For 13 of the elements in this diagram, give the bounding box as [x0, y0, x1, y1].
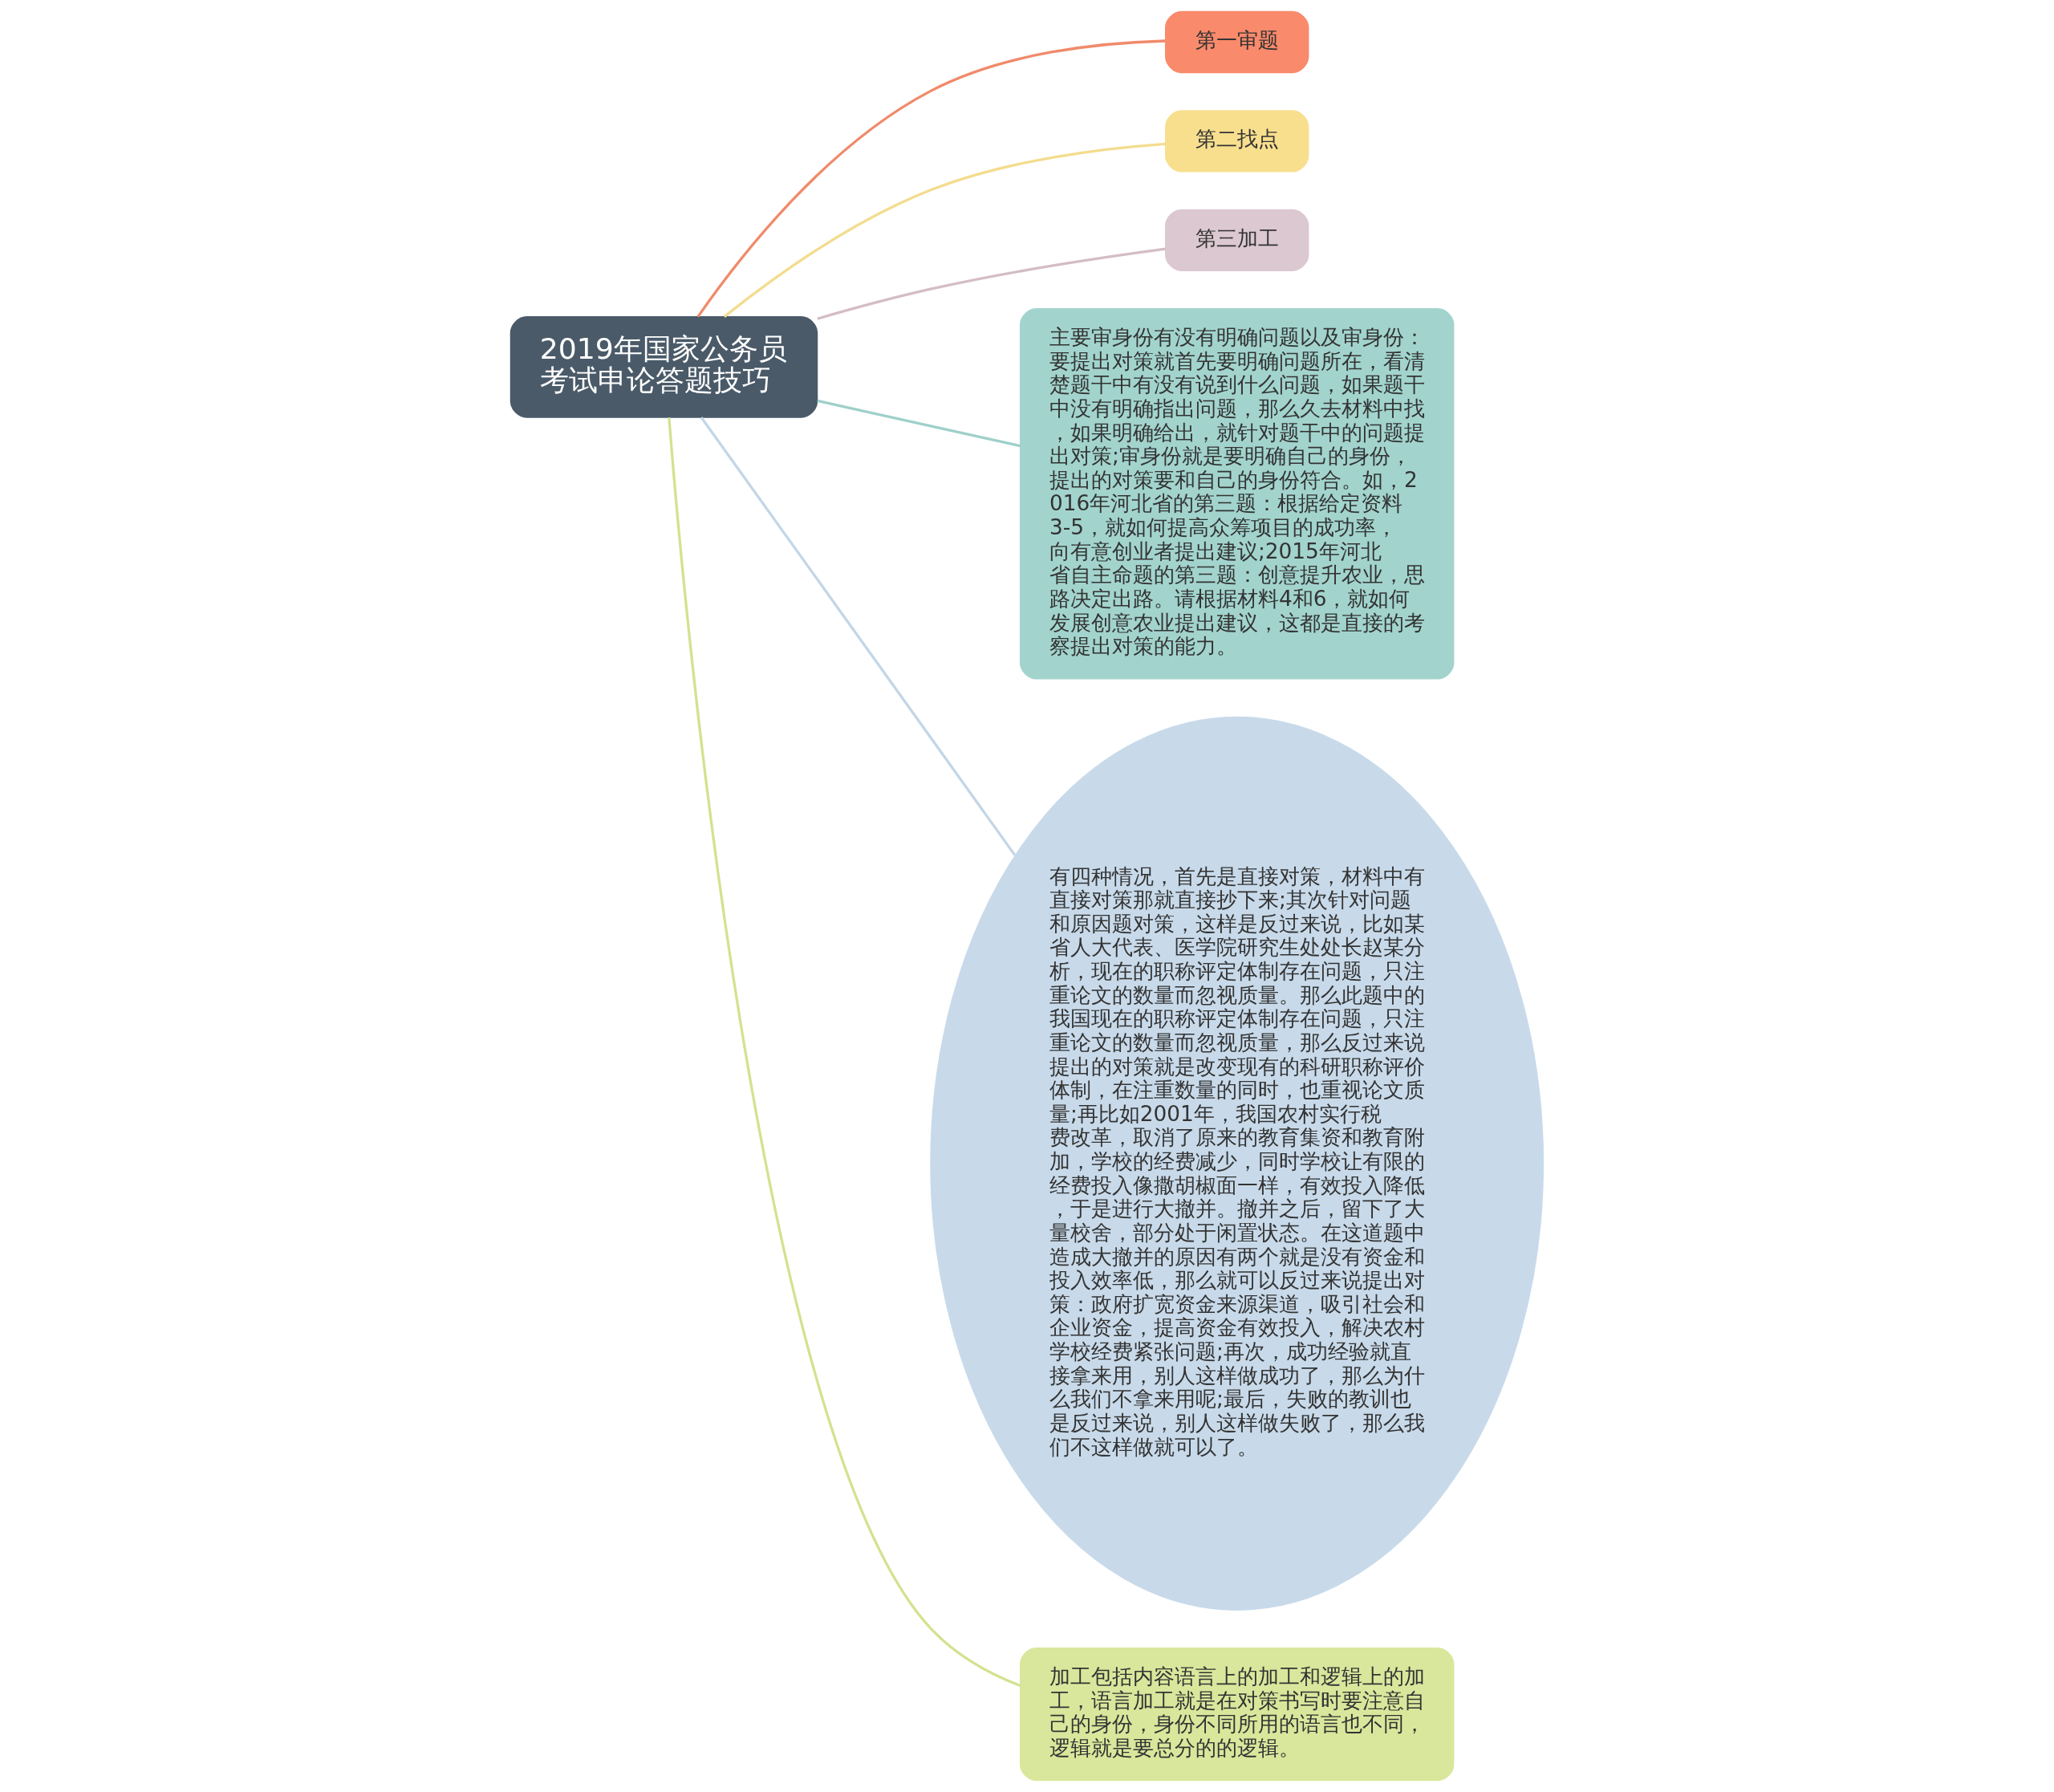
connector [723, 142, 1166, 318]
node-box: 第三加工 [1165, 209, 1309, 271]
connector [668, 417, 1021, 1687]
node-box: 加工包括内容语言上的加工和逻辑上的加工，语言加工就是在对策书写时要注意自己的身份，身份不同所用的语言也不同，逻辑就是要总分的的逻辑。 [1019, 1648, 1455, 1782]
node-box: 第二找点 [1165, 110, 1309, 173]
node-box: 2019年国家公务员考试申论答题技巧 [509, 315, 818, 418]
connector [700, 417, 1017, 856]
node-ellipse: 有四种情况，首先是直接对策，材料中有直接对策那就直接抄下来;其次针对问题和原因题对策，这样是反过来说，比如某省人大代表、医学院研究生处处长赵某分析，现在的职称评定体制存在问题，只注重论文的数量而忽视质量。那么此题中的我国现在的职称评定体制存在问题，只注重论文的数量而忽视质量，那么反过来说提出的对策就是改变现有的科研职称评价体制，在注重数量的同时，也重视论文质量;再比如2001年，我国农村实行税费改革，取消了原来的教育集资和教育附加，学校的经费减少，同时学校让有限的经费投入像撒胡椒面一样，有效投入降低，于是进行大撤并。撤并之后，留下了大量校舍，部分处于闲置状态。在这道题中造成大撤并的原因有两个就是没有资金和投入效率低，那么就可以反过来说提出对策：政府扩宽资金来源渠道，吸引社会和企业资金，提高资金有效投入，解决农村学校经费紧张问题;再次，成功经验就直接拿来用，别人这样做成功了，那么为什么我们不拿来用呢;最后，失败的教训也是反过来说，别人这样做失败了，那么我们不这样做就可以了。 [930, 716, 1545, 1611]
connector [696, 39, 1166, 318]
node-box: 第一审题 [1165, 10, 1309, 74]
connector [817, 247, 1166, 320]
connector [817, 399, 1021, 448]
node-box: 主要审身份有没有明确问题以及审身份：要提出对策就首先要明确问题所在，看清楚题干中有没有说到什么问题，如果题干中没有明确指出问题，那么久去材料中找，如果明确给出，就针对题干中的问题提出对策;审身份就是要明确自己的身份，提出的对策要和自己的身份符合。如，2016年河北省的第三题：根据给定资料3-5，就如何提高众筹项目的成功率，向有意创业者提出建议;2015年河北省自主命题的第三题：创意提升农业，思路决定出路。请根据材料4和6，就如何发展创意农业提出建议，这都是直接的考察提出对策的能力。 [1019, 308, 1455, 680]
